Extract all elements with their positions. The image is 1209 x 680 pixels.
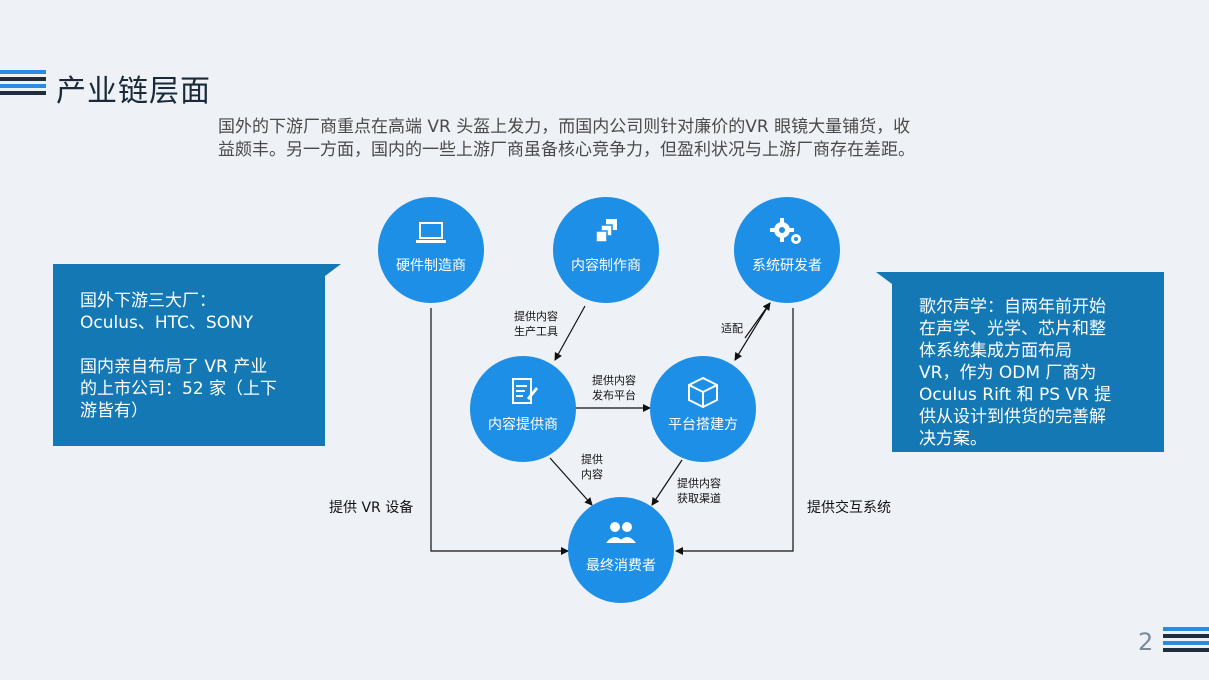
node-label: 最终消费者 bbox=[586, 558, 656, 574]
intro-line: 国外的下游厂商重点在高端 VR 头盔上发力，而国内公司则针对廉价的VR 眼镜大量… bbox=[218, 117, 911, 137]
edge-label-provider-platform: 提供内容 发布平台 bbox=[592, 374, 636, 402]
node-system-developer: 系统研发者 bbox=[734, 197, 840, 303]
node-label: 硬件制造商 bbox=[396, 258, 466, 274]
page-title: 产业链层面 bbox=[56, 74, 211, 109]
page-number: 2 bbox=[1138, 628, 1154, 656]
edge-label-system-to-consumer: 提供交互系统 bbox=[807, 500, 891, 516]
box-line: 的上市公司：52 家（上下 bbox=[80, 379, 278, 399]
node-label: 平台搭建方 bbox=[668, 417, 738, 433]
box-line: 国外下游三大厂： bbox=[80, 291, 216, 311]
box-line: 体系统集成方面布局 bbox=[919, 341, 1072, 361]
edge-label-platform-to-consumer: 提供内容 获取渠道 bbox=[677, 477, 721, 505]
box-tab bbox=[325, 264, 341, 276]
box-line: 在声学、光学、芯片和整 bbox=[919, 319, 1106, 339]
node-content-provider: 内容提供商 bbox=[470, 356, 576, 462]
users-icon bbox=[568, 517, 674, 549]
edge-label-provider-to-consumer: 提供 内容 bbox=[581, 453, 603, 481]
edge-hardware-to-consumer bbox=[430, 308, 569, 555]
node-end-consumer: 最终消费者 bbox=[568, 497, 674, 603]
node-platform-builder: 平台搭建方 bbox=[650, 356, 756, 462]
layers-icon bbox=[553, 217, 659, 249]
cube-icon bbox=[650, 376, 756, 409]
box-line: 歌尔声学：自两年前开始 bbox=[919, 297, 1106, 317]
edge-system-to-platform bbox=[734, 302, 771, 361]
box-line: 决方案。 bbox=[919, 429, 987, 449]
node-label: 系统研发者 bbox=[752, 258, 822, 274]
edge-provider-to-consumer bbox=[549, 457, 593, 506]
edge-label-system-platform: 适配 bbox=[721, 322, 743, 335]
node-hardware-maker: 硬件制造商 bbox=[378, 197, 484, 303]
node-label: 内容制作商 bbox=[571, 258, 641, 274]
gears-icon bbox=[734, 217, 840, 249]
edge-platform-to-consumer bbox=[651, 459, 683, 506]
box-line: 供从设计到供货的完善解 bbox=[919, 407, 1106, 427]
box-line: Oculus、HTC、SONY bbox=[80, 313, 254, 333]
edge-label-maker-to-provider: 提供内容 生产工具 bbox=[514, 310, 558, 338]
box-line: Oculus Rift 和 PS VR 提 bbox=[919, 385, 1112, 405]
title-decoration-bars bbox=[0, 70, 46, 98]
intro-paragraph: 国外的下游厂商重点在高端 VR 头盔上发力，而国内公司则针对廉价的VR 眼镜大量… bbox=[218, 116, 988, 162]
box-line: 游皆有） bbox=[80, 401, 148, 421]
right-info-box: 歌尔声学：自两年前开始 在声学、光学、芯片和整 体系统集成方面布局 VR，作为 … bbox=[876, 272, 1164, 452]
left-info-box: 国外下游三大厂： Oculus、HTC、SONY 国内亲自布局了 VR 产业 的… bbox=[53, 264, 341, 446]
footer-decoration-bars bbox=[1163, 627, 1209, 655]
edge-system-to-consumer bbox=[675, 308, 794, 555]
edge-label-hardware-to-consumer: 提供 VR 设备 bbox=[329, 500, 414, 516]
node-content-maker: 内容制作商 bbox=[553, 197, 659, 303]
box-line: 国内亲自布局了 VR 产业 bbox=[80, 357, 268, 377]
node-label: 内容提供商 bbox=[488, 417, 558, 433]
box-line: VR，作为 ODM 厂商为 bbox=[919, 363, 1097, 383]
laptop-icon bbox=[378, 217, 484, 249]
box-tab bbox=[876, 272, 892, 284]
edge-maker-to-provider bbox=[554, 305, 586, 361]
notepad-icon bbox=[470, 376, 576, 408]
intro-line: 益颇丰。另一方面，国内的一些上游厂商虽备核心竞争力，但盈利状况与上游厂商存在差距… bbox=[218, 140, 915, 160]
